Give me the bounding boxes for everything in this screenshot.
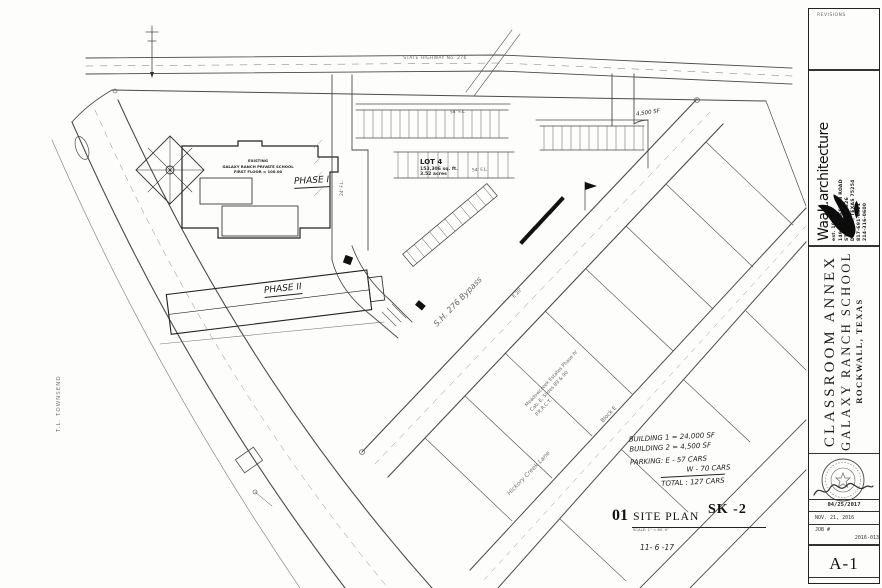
project-title-block: CLASSROOM ANNEX GALAXY RANCH SCHOOL ROCK… [809,249,877,453]
site-plan-drawing [51,25,807,588]
seal-stamp-icon [821,458,865,502]
signature [813,483,874,496]
dim-label: 54' F.L. [449,109,466,116]
sketch-number: SK -2 [708,502,747,517]
divider [809,511,879,512]
dim-label: 54' F.L. [471,167,488,174]
revision-date: NOV. 21, 2016 [815,515,855,521]
lot4-sqft: 153,306 sq. ft. [420,166,458,172]
project-line1: CLASSROOM ANNEX [822,254,838,448]
divider [809,453,879,454]
title-scale: SCALE: 1" = 60'-0" [633,527,669,532]
title-block: REVISIONS WaaL.architecture est. 1975 14… [808,8,880,584]
lot4-name: LOT 4 [420,158,443,166]
dim-label: 24' F.L. [340,180,345,196]
firm-logo-bird-icon [817,194,859,239]
townsend-road-label: T.L. TOWNSEND [56,375,62,432]
divider [809,69,879,71]
handwritten-date: 11- 6 -17 [640,542,675,552]
job-label: JOB # [815,527,831,533]
sheet-number: A-1 [829,554,859,573]
firm-block: WaaL.architecture est. 1975 14902 PRESTO… [809,73,877,243]
job-number: 2016-013 [854,535,879,541]
existing-line2: GALAXY RANCH PRIVATE SCHOOL [222,163,294,169]
lot4-label: LOT 4 153,306 sq. ft. 3.52 acres [420,158,458,178]
handwritten-notes: BUILDING 1 = 24,000 SF BUILDING 2 = 4,50… [629,429,732,490]
existing-building-label: EXISTING GALAXY RANCH PRIVATE SCHOOL FIR… [200,158,316,175]
existing-line1: EXISTING [248,158,268,163]
stamp-date: 04/25/2017 [827,502,861,508]
title-name: SITE PLAN [633,511,700,523]
revisions-label: REVISIONS [817,13,846,18]
existing-line3: FIRST FLOOR = 100.00 [233,169,283,175]
divider [809,577,879,578]
project-line3: ROCKWALL, TEXAS [854,298,864,404]
project-line2: GALAXY RANCH SCHOOL [839,251,853,451]
title-number: 01 [612,507,628,524]
highway-label: STATE HIGHWAY No. 276 [403,56,467,61]
title-underline [632,527,766,528]
drawing-title: 01 SITE PLAN SK -2 SCALE: 1" = 60'-0" 11… [612,502,772,552]
divider [809,245,879,247]
divider [809,499,879,500]
lot4-acres: 3.52 acres [420,172,447,178]
phase1-label: PHASE I [293,175,330,190]
divider [809,524,879,525]
divider [809,544,879,546]
